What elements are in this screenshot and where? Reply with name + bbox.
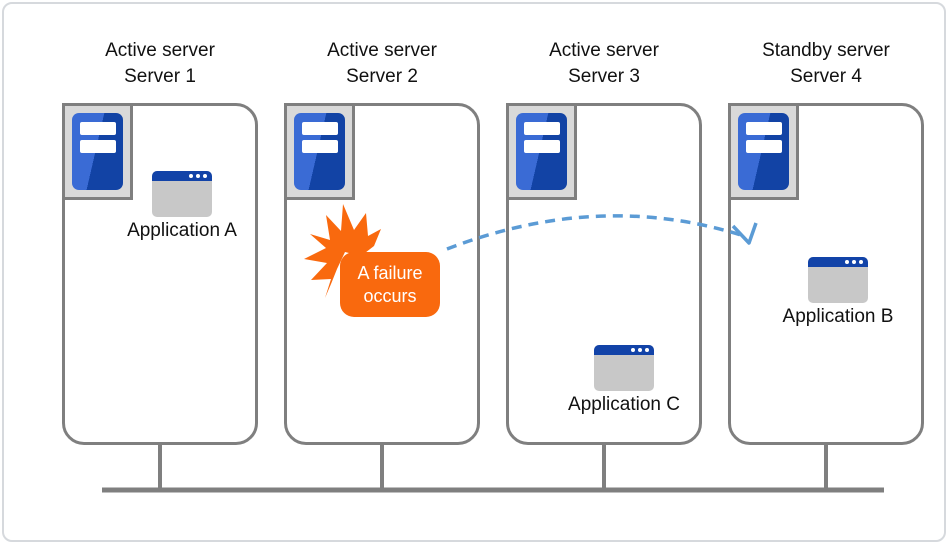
server2-server-icon (284, 103, 355, 200)
server2-role: Active server (327, 40, 437, 61)
server-drive-bar (80, 122, 116, 135)
app-window-icon (808, 257, 868, 303)
window-dot-icon (203, 174, 207, 178)
app-window-titlebar (808, 257, 868, 267)
server-tower-icon (738, 113, 789, 190)
server-drive-bar (524, 122, 560, 135)
window-dot-icon (638, 348, 642, 352)
server-drive-bar (746, 140, 782, 153)
server4-name: Server 4 (790, 66, 862, 87)
window-dot-icon (196, 174, 200, 178)
server1-name: Server 1 (124, 66, 196, 87)
server1-title: Active server Server 1 (62, 38, 258, 90)
window-dot-icon (645, 348, 649, 352)
server-drive-bar (524, 140, 560, 153)
app-label-a: Application A (127, 220, 237, 241)
server1-role: Active server (105, 40, 215, 61)
window-dot-icon (631, 348, 635, 352)
window-dot-icon (859, 260, 863, 264)
window-dot-icon (189, 174, 193, 178)
server-tower-icon (294, 113, 345, 190)
window-dot-icon (852, 260, 856, 264)
app-window-icon (152, 171, 212, 217)
server3-name: Server 3 (568, 66, 640, 87)
server4-role: Standby server (762, 40, 890, 61)
server-drive-bar (302, 122, 338, 135)
window-dot-icon (845, 260, 849, 264)
server1-server-icon (62, 103, 133, 200)
server-tower-icon (72, 113, 123, 190)
app-label-c: Application C (568, 394, 680, 415)
server-drive-bar (80, 140, 116, 153)
app-window-icon (594, 345, 654, 391)
server2-title: Active server Server 2 (284, 38, 480, 90)
app-window-titlebar (594, 345, 654, 355)
server-drive-bar (302, 140, 338, 153)
server2-name: Server 2 (346, 66, 418, 87)
app-window-titlebar (152, 171, 212, 181)
server-drive-bar (746, 122, 782, 135)
server-tower-icon (516, 113, 567, 190)
server4-title: Standby server Server 4 (728, 38, 924, 90)
server3-title: Active server Server 3 (506, 38, 702, 90)
failure-badge: A failure occurs (340, 252, 440, 317)
app-label-b: Application B (782, 306, 894, 327)
server3-role: Active server (549, 40, 659, 61)
server3-server-icon (506, 103, 577, 200)
server4-server-icon (728, 103, 799, 200)
